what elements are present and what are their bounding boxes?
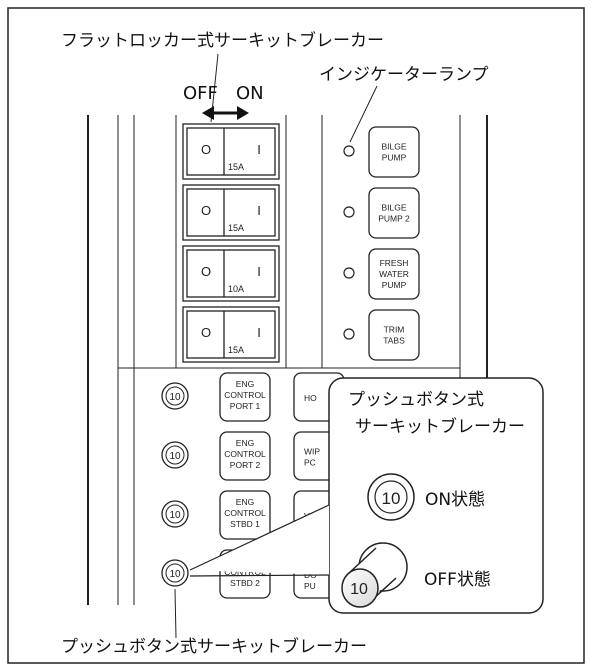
rocker-breaker[interactable]: O I 15A [182, 123, 280, 180]
rocker-on-mark: I [257, 203, 261, 218]
rocker-breaker[interactable]: O I 10A [182, 245, 280, 302]
push-button-value: 10 [169, 569, 181, 580]
switch-label-line: BILGE [381, 203, 406, 213]
push-button-inset: プッシュボタン式 サーキットブレーカー 10 ON状態 10 OFF状態 [189, 377, 544, 614]
indicator-lamp-icon [343, 328, 355, 340]
inset-title-line1: プッシュボタン式 [348, 390, 484, 410]
push-label-line: STBD 2 [230, 578, 260, 588]
rocker-breaker-column: O I 15A O I 15A O I 10A O I 15A [182, 123, 280, 363]
inset-title-line2: サーキットブレーカー [355, 416, 525, 437]
off-label: OFF [183, 83, 218, 104]
inset-off-button-value: 10 [350, 581, 368, 598]
push-label-line: CONTROL [224, 508, 266, 518]
switch-label-line: FRESH [380, 258, 409, 268]
push-button-on-state-icon: 10 [367, 473, 415, 521]
push-label-line: CONTROL [224, 390, 266, 400]
rocker-off-mark: O [201, 142, 211, 157]
push-label-line: CONTROL [224, 567, 266, 577]
push-label-line: PORT 1 [230, 401, 261, 411]
indicator-callout: インジケーターランプ [319, 65, 489, 85]
switch-label-line: TRIM [384, 325, 405, 335]
rocker-off-mark: O [201, 264, 211, 279]
inset-on-button-value: 10 [382, 489, 401, 508]
rocker-on-mark: I [257, 325, 261, 340]
on-label: ON [236, 83, 264, 104]
push-label-line: PORT 2 [230, 460, 261, 470]
rocker-rating: 15A [228, 345, 244, 355]
push-button-value: 10 [169, 451, 181, 462]
indicator-lamp-icon [343, 267, 355, 279]
push-button-off-state-icon: 10 [341, 542, 408, 608]
switch-label-line: PUMP [382, 280, 407, 290]
push-label-line: CONTROL [224, 449, 266, 459]
indicator-leader [349, 85, 378, 143]
push-label-line: ENG [236, 497, 254, 507]
push-label-line: STBD 1 [230, 519, 260, 529]
push-button-value: 10 [169, 392, 181, 403]
hidden-switch-label: PU [304, 581, 316, 591]
push-button-bottom-callout: プッシュボタン式サーキットブレーカー [61, 636, 367, 657]
off-state-label: OFF状態 [424, 570, 491, 590]
switch-label-line: PUMP 2 [378, 214, 410, 224]
hidden-switch-label: WIP [304, 447, 320, 457]
push-label-line: ENG [236, 438, 254, 448]
switch-label-line: TABS [383, 336, 405, 346]
rocker-rating: 15A [228, 223, 244, 233]
switch-label-line: BILGE [381, 142, 406, 152]
rocker-breaker[interactable]: O I 15A [182, 306, 280, 363]
rocker-off-mark: O [201, 203, 211, 218]
push-button-value: 10 [169, 510, 181, 521]
rocker-on-mark: I [257, 264, 261, 279]
indicator-lamp-icon [343, 206, 355, 218]
rocker-on-mark: I [257, 142, 261, 157]
rocker-breaker[interactable]: O I 15A [182, 184, 280, 241]
push-label-line: ENG [236, 379, 254, 389]
switch-label-line: WATER [379, 269, 409, 279]
indicator-lamp-icon [343, 145, 355, 157]
hidden-switch-label: PC [304, 458, 316, 468]
rocker-rating: 15A [228, 162, 244, 172]
off-on-arrow-icon [202, 106, 249, 120]
hidden-switch-label: HO [304, 393, 317, 403]
on-state-label: ON状態 [425, 490, 485, 510]
rocker-off-mark: O [201, 325, 211, 340]
switch-label-line: PUMP [382, 153, 407, 163]
flat-rocker-callout: フラットロッカー式サーキットブレーカー [61, 30, 384, 51]
rocker-rating: 10A [228, 284, 244, 294]
push-button-bottom-leader [174, 588, 177, 639]
